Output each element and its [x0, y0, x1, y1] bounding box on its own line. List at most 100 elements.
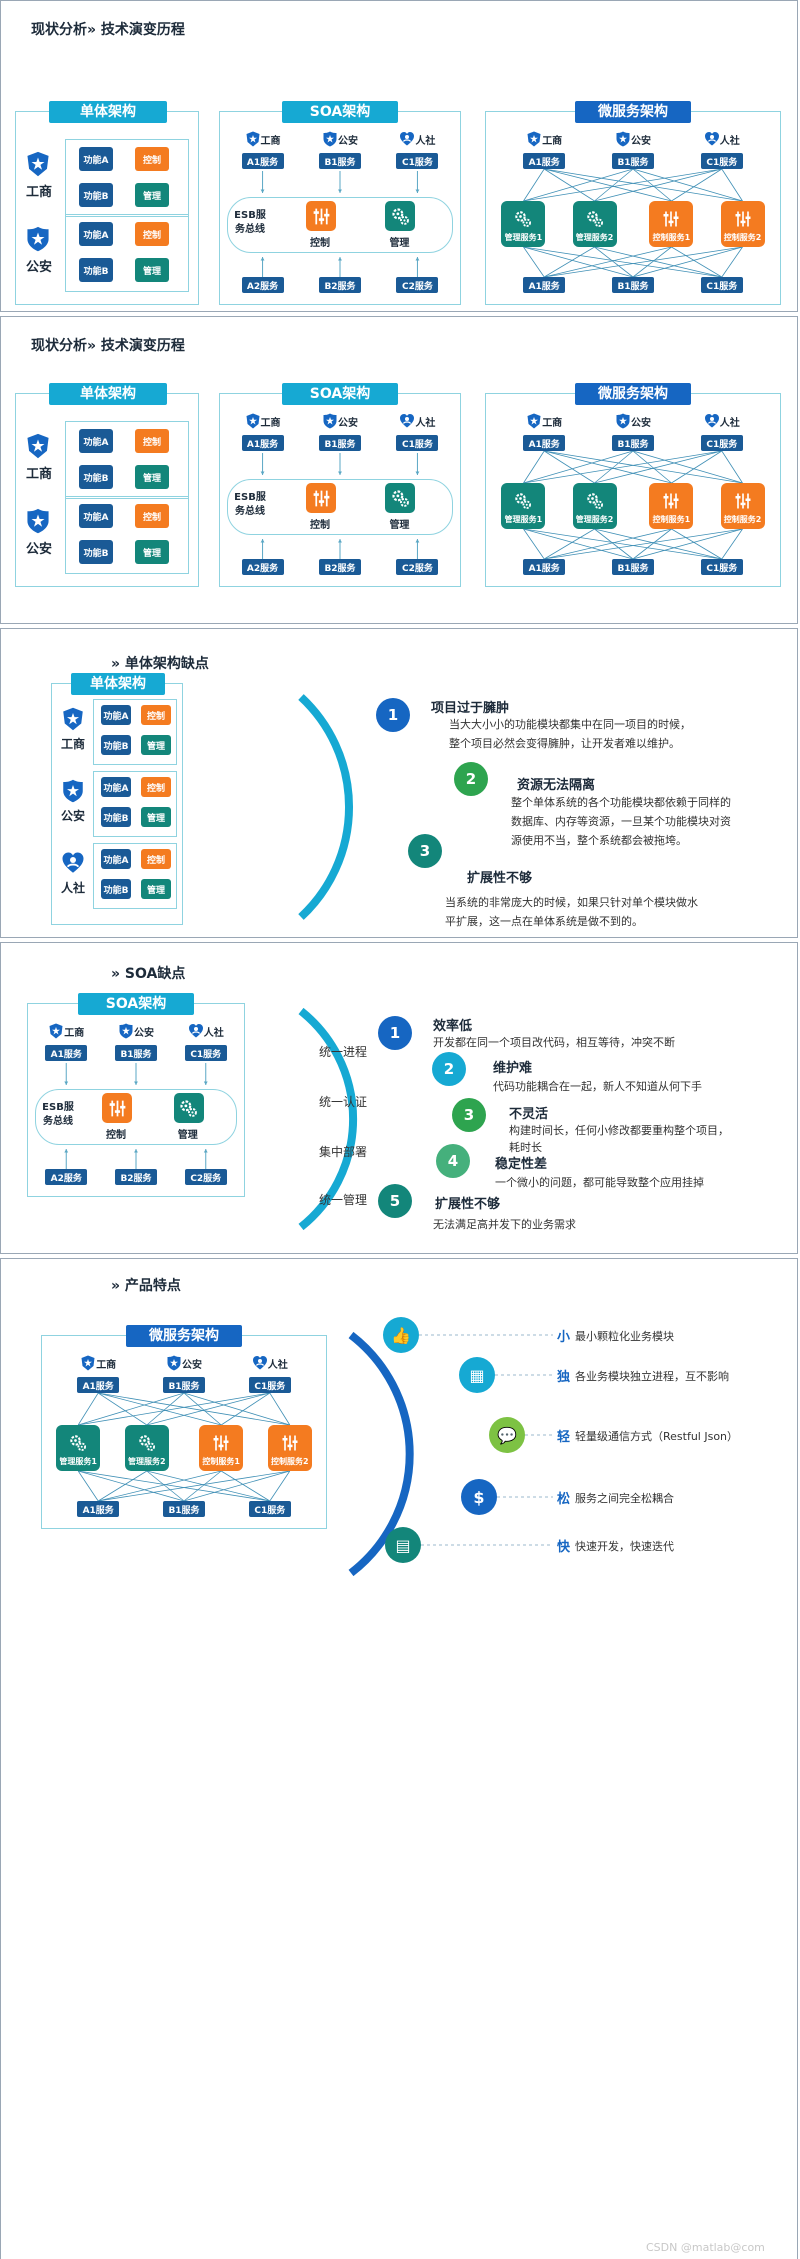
- point-desc-3-line-2: 耗时长: [509, 1141, 542, 1154]
- control-block: 控制: [141, 849, 171, 869]
- mini-gs-icon: [245, 413, 261, 429]
- mini-gs-icon: [245, 131, 261, 147]
- gears-icon: [385, 201, 416, 231]
- point-desc-5-line-1: 无法满足高并发下的业务需求: [433, 1218, 576, 1231]
- point-title-1: 项目过于臃肿: [431, 701, 510, 716]
- ms-manage-2: 管理服务2: [572, 201, 617, 247]
- esb-bus: [35, 1089, 237, 1145]
- service-a1: A1服务: [45, 1045, 88, 1061]
- point-desc-3-line-2: 平扩展，这一点在单体系统是做不到的。: [445, 915, 643, 928]
- func-b-block: 功能B: [101, 879, 131, 899]
- ms-control-2: 控制服务2: [720, 483, 765, 529]
- mini-ga-label: 公安: [118, 1023, 154, 1039]
- ms-control-1: 控制服务1: [649, 483, 694, 529]
- mini-rs-icon: [399, 131, 415, 147]
- control-icon: [733, 209, 753, 229]
- service-b1: B1服务: [612, 435, 654, 451]
- feature-desc-1: 最小颗粒化业务模块: [575, 1330, 674, 1343]
- point-title-1: 效率低: [433, 1019, 473, 1034]
- service-name: 控制服务2: [723, 233, 762, 242]
- module-group-gs: [65, 139, 189, 217]
- agency-name: 工商: [64, 1027, 85, 1039]
- feature-key-3: 轻: [557, 1430, 571, 1445]
- agency-name: 工商: [542, 417, 563, 429]
- mini-rs-icon: [188, 1023, 204, 1039]
- service-a1: A1服务: [523, 435, 566, 451]
- mini-gs-icon: [80, 1355, 96, 1371]
- soa-feature-label: 集中部署: [319, 1145, 368, 1159]
- point-desc-3-line-1: 当系统的非常庞大的时候，如果只针对单个模块做水: [445, 896, 698, 909]
- mini-gs-label: 工商: [80, 1355, 116, 1371]
- agency-label-rs: 人社: [60, 881, 85, 895]
- service-b1: B1服务: [319, 153, 361, 169]
- money-icon: $: [461, 1479, 497, 1515]
- ms-manage-1: 管理服务1: [56, 1425, 101, 1471]
- agency-label-gs: 工商: [60, 737, 85, 751]
- feature-key-4: 松: [557, 1492, 571, 1507]
- mesh-lines: [523, 450, 743, 560]
- timeline-arc: [298, 1007, 358, 1231]
- manage-block: 管理: [141, 807, 171, 827]
- agency-name: 公安: [182, 1359, 202, 1371]
- service-c1: C1服务: [248, 1377, 291, 1393]
- mini-rs-icon: [252, 1355, 268, 1371]
- service-a2: A2服务: [241, 559, 284, 575]
- service-b1: B1服务: [612, 153, 654, 169]
- soa-feature-label: 统一进程: [319, 1045, 368, 1059]
- agency-name: 人社: [719, 135, 740, 147]
- service-c2: C2服务: [184, 1169, 227, 1185]
- manage-label: 管理: [389, 238, 410, 249]
- feature-desc-2: 各业务模块独立进程，互不影响: [575, 1370, 729, 1383]
- gears-icon: [68, 1433, 88, 1453]
- service-a2: A2服务: [241, 277, 284, 293]
- agency-name: 人社: [415, 417, 436, 429]
- point-desc-1-line-1: 开发都在同一个项目改代码，相互等待，冲突不断: [433, 1036, 675, 1049]
- building-icon: ▦: [459, 1357, 495, 1393]
- control-icon: [306, 201, 336, 231]
- control-icon: [280, 1433, 300, 1453]
- agency-label-ga: 公安: [60, 809, 85, 823]
- badge-gs-icon: [25, 433, 51, 459]
- service-a1-bottom: A1服务: [523, 559, 566, 575]
- soa-arrows: [260, 453, 420, 559]
- service-c1: C1服务: [700, 435, 743, 451]
- monolith-header: 单体架构: [49, 101, 167, 123]
- slide-title: » 产品特点: [111, 1278, 181, 1294]
- agency-name: 人社: [415, 135, 436, 147]
- mini-gs-label: 工商: [245, 131, 281, 147]
- service-c1: C1服务: [700, 153, 743, 169]
- thumbs-up-icon: 👍: [383, 1317, 419, 1353]
- ms-control-2: 控制服务2: [267, 1425, 312, 1471]
- soa-feature-label: 统一管理: [319, 1193, 368, 1207]
- gears-icon: [137, 1433, 157, 1453]
- microservice-header: 微服务架构: [575, 101, 691, 123]
- feature-key-1: 小: [557, 1330, 571, 1345]
- service-b1: B1服务: [163, 1377, 205, 1393]
- func-a-block: 功能A: [79, 147, 113, 171]
- soa-header: SOA架构: [78, 993, 194, 1015]
- esb-bus: [227, 197, 453, 253]
- soa-arrows: [260, 171, 420, 277]
- service-name: 控制服务1: [202, 1457, 240, 1466]
- agency-name: 公安: [631, 417, 651, 429]
- service-b2: B2服务: [319, 277, 361, 293]
- point-title-3: 不灵活: [509, 1107, 549, 1122]
- point-number-2: 2: [454, 762, 488, 796]
- point-number-1: 1: [378, 1016, 412, 1050]
- soa-header: SOA架构: [282, 383, 398, 405]
- manage-block: 管理: [135, 258, 169, 282]
- service-name: 管理服务2: [128, 1457, 166, 1466]
- ms-control-1: 控制服务1: [199, 1425, 244, 1471]
- agency-label-ga: 公安: [25, 260, 52, 275]
- mini-gs-icon: [526, 131, 542, 147]
- slide-title: » SOA缺点: [111, 966, 186, 982]
- point-desc-2-line-2: 数据库、内存等资源，一旦某个功能模块对资: [511, 815, 731, 828]
- module-group-ga: [65, 496, 189, 574]
- point-desc-2-line-3: 源使用不当，整个系统都会被拖垮。: [511, 834, 687, 847]
- service-a1: A1服务: [241, 435, 284, 451]
- point-desc-2-line-1: 整个单体系统的各个功能模块都依赖于同样的: [511, 796, 731, 809]
